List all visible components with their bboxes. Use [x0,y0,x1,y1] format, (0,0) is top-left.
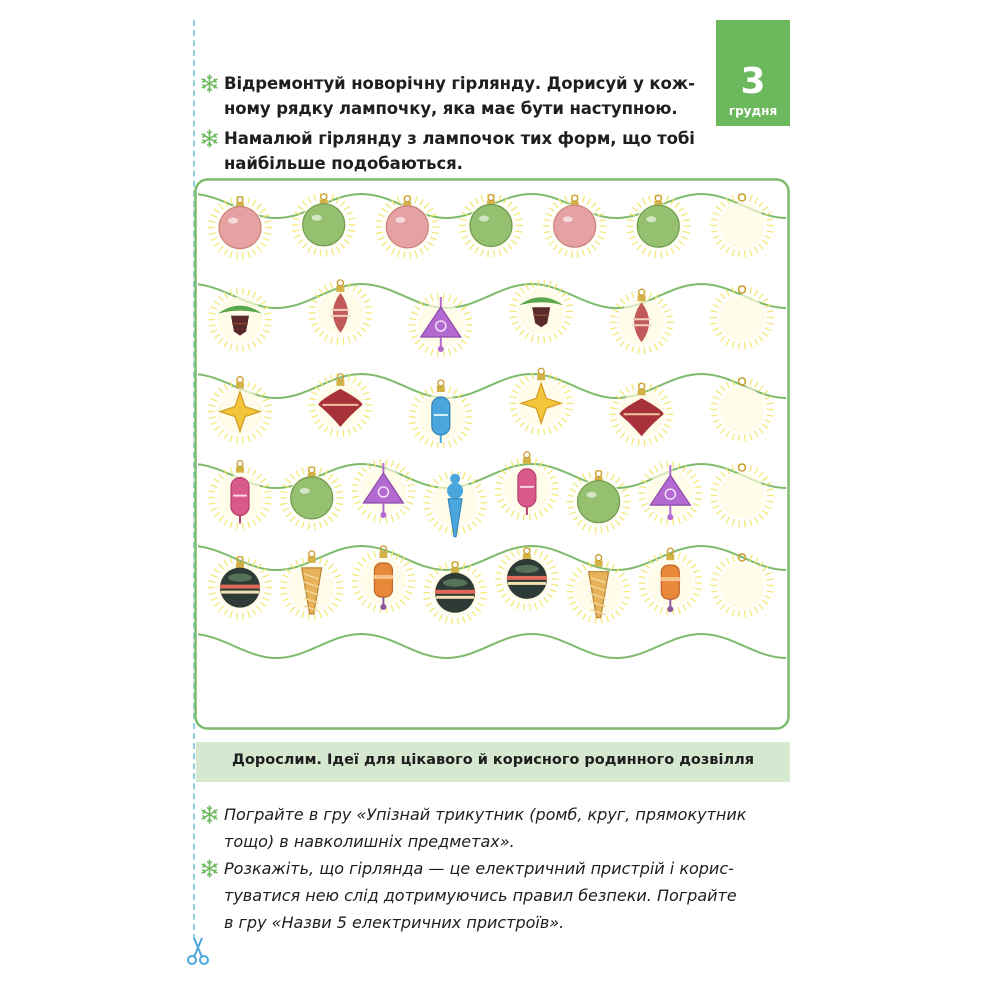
garland-wire [197,544,787,572]
ornament-cone-gold [566,554,631,624]
ornament-lantern-orange [351,545,416,613]
garland-frame [194,178,790,730]
snowflake-icon [201,74,218,93]
ornament-lantern-orange [638,547,703,615]
tip-1-line-1: Пограйте в гру «Упізнай трикутник (ромб,… [224,805,747,824]
task-item-2: Намалюй гірлянду з лампочок тих форм, що… [200,126,720,176]
task-1-line-1: Відремонтуй новорічну гірлянду. Дорисуй … [224,74,695,93]
ornament-triangle-purple [638,461,703,525]
ornament-ball-green [626,194,691,259]
ornament-ball-pink [375,195,440,259]
ornament-spinner-red [308,373,373,437]
empty-bulb-slot[interactable] [710,377,774,442]
garland-wire [197,372,787,400]
parent-section-banner: Дорослим. Ідеї для цікавого й корисного … [196,742,790,782]
ornament-spinner-pink [609,288,674,355]
cut-line [193,20,195,940]
ornament-ball-green [566,469,631,534]
ornament-icicle-blue [423,470,488,538]
ornament-oval-pink [208,459,272,530]
ornament-ball-green [459,193,523,258]
ornament-oval-blue [408,379,473,449]
parent-section-title: Дорослим. Ідеї для цікавого й корисного … [231,752,754,768]
ornament-ball-striped [208,555,272,620]
garland-wire [197,632,787,660]
ornament-pinecone [509,279,574,344]
ornament-ball-pink [542,194,607,259]
ornament-ball-pink [208,195,272,260]
ornament-ball-striped [423,560,488,625]
tip-2-line-1: Розкажіть, що гірлянда — це електричний … [224,859,734,878]
snowflake-icon [201,859,218,878]
ornament-pinecone [208,287,272,352]
tip-item-1: Пограйте в гру «Упізнай трикутник (ромб,… [200,801,800,855]
empty-bulb-slot[interactable] [710,463,774,528]
date-badge: 3 грудня [716,20,790,126]
ornament-ball-green [279,466,344,530]
date-day: 3 [740,61,766,102]
ornament-triangle-purple [351,459,416,523]
ornament-spinner-red [609,382,674,447]
ornament-star-yellow [208,375,272,444]
task-2-line-1: Намалюй гірлянду з лампочок тих форм, що… [224,129,695,148]
garland-wire [197,282,787,310]
ornament-triangle-purple [408,293,473,357]
ornament-spinner-pink [308,279,373,345]
task-item-1: Відремонтуй новорічну гірлянду. Дорисуй … [200,71,720,121]
date-month: грудня [728,104,778,118]
ornament-ball-striped [494,547,559,611]
snowflake-icon [201,805,218,824]
scissors-icon [187,937,209,965]
empty-bulb-slot[interactable] [710,553,774,618]
tip-2-line-3: в гру «Назви 5 електричних пристроїв». [224,913,565,932]
garland-worksheet [194,178,790,730]
ornament-star-yellow [509,367,574,436]
tip-2-line-2: туватися нею слід дотримуючись правил бе… [224,886,737,905]
tip-1-line-2: тощо) в навколишніх предметах». [224,832,515,851]
tip-item-2: Розкажіть, що гірлянда — це електричний … [200,855,800,936]
task-2-line-2: найбільше подобаються. [224,154,463,173]
task-1-line-2: ному рядку лампочку, яка має бути наступ… [224,99,678,118]
ornament-cone-gold [279,550,344,620]
ornament-oval-pink [494,451,559,521]
empty-bulb-slot[interactable] [710,285,774,350]
empty-bulb-slot[interactable] [710,193,774,258]
snowflake-icon [201,129,218,148]
ornament-ball-green [291,192,356,257]
